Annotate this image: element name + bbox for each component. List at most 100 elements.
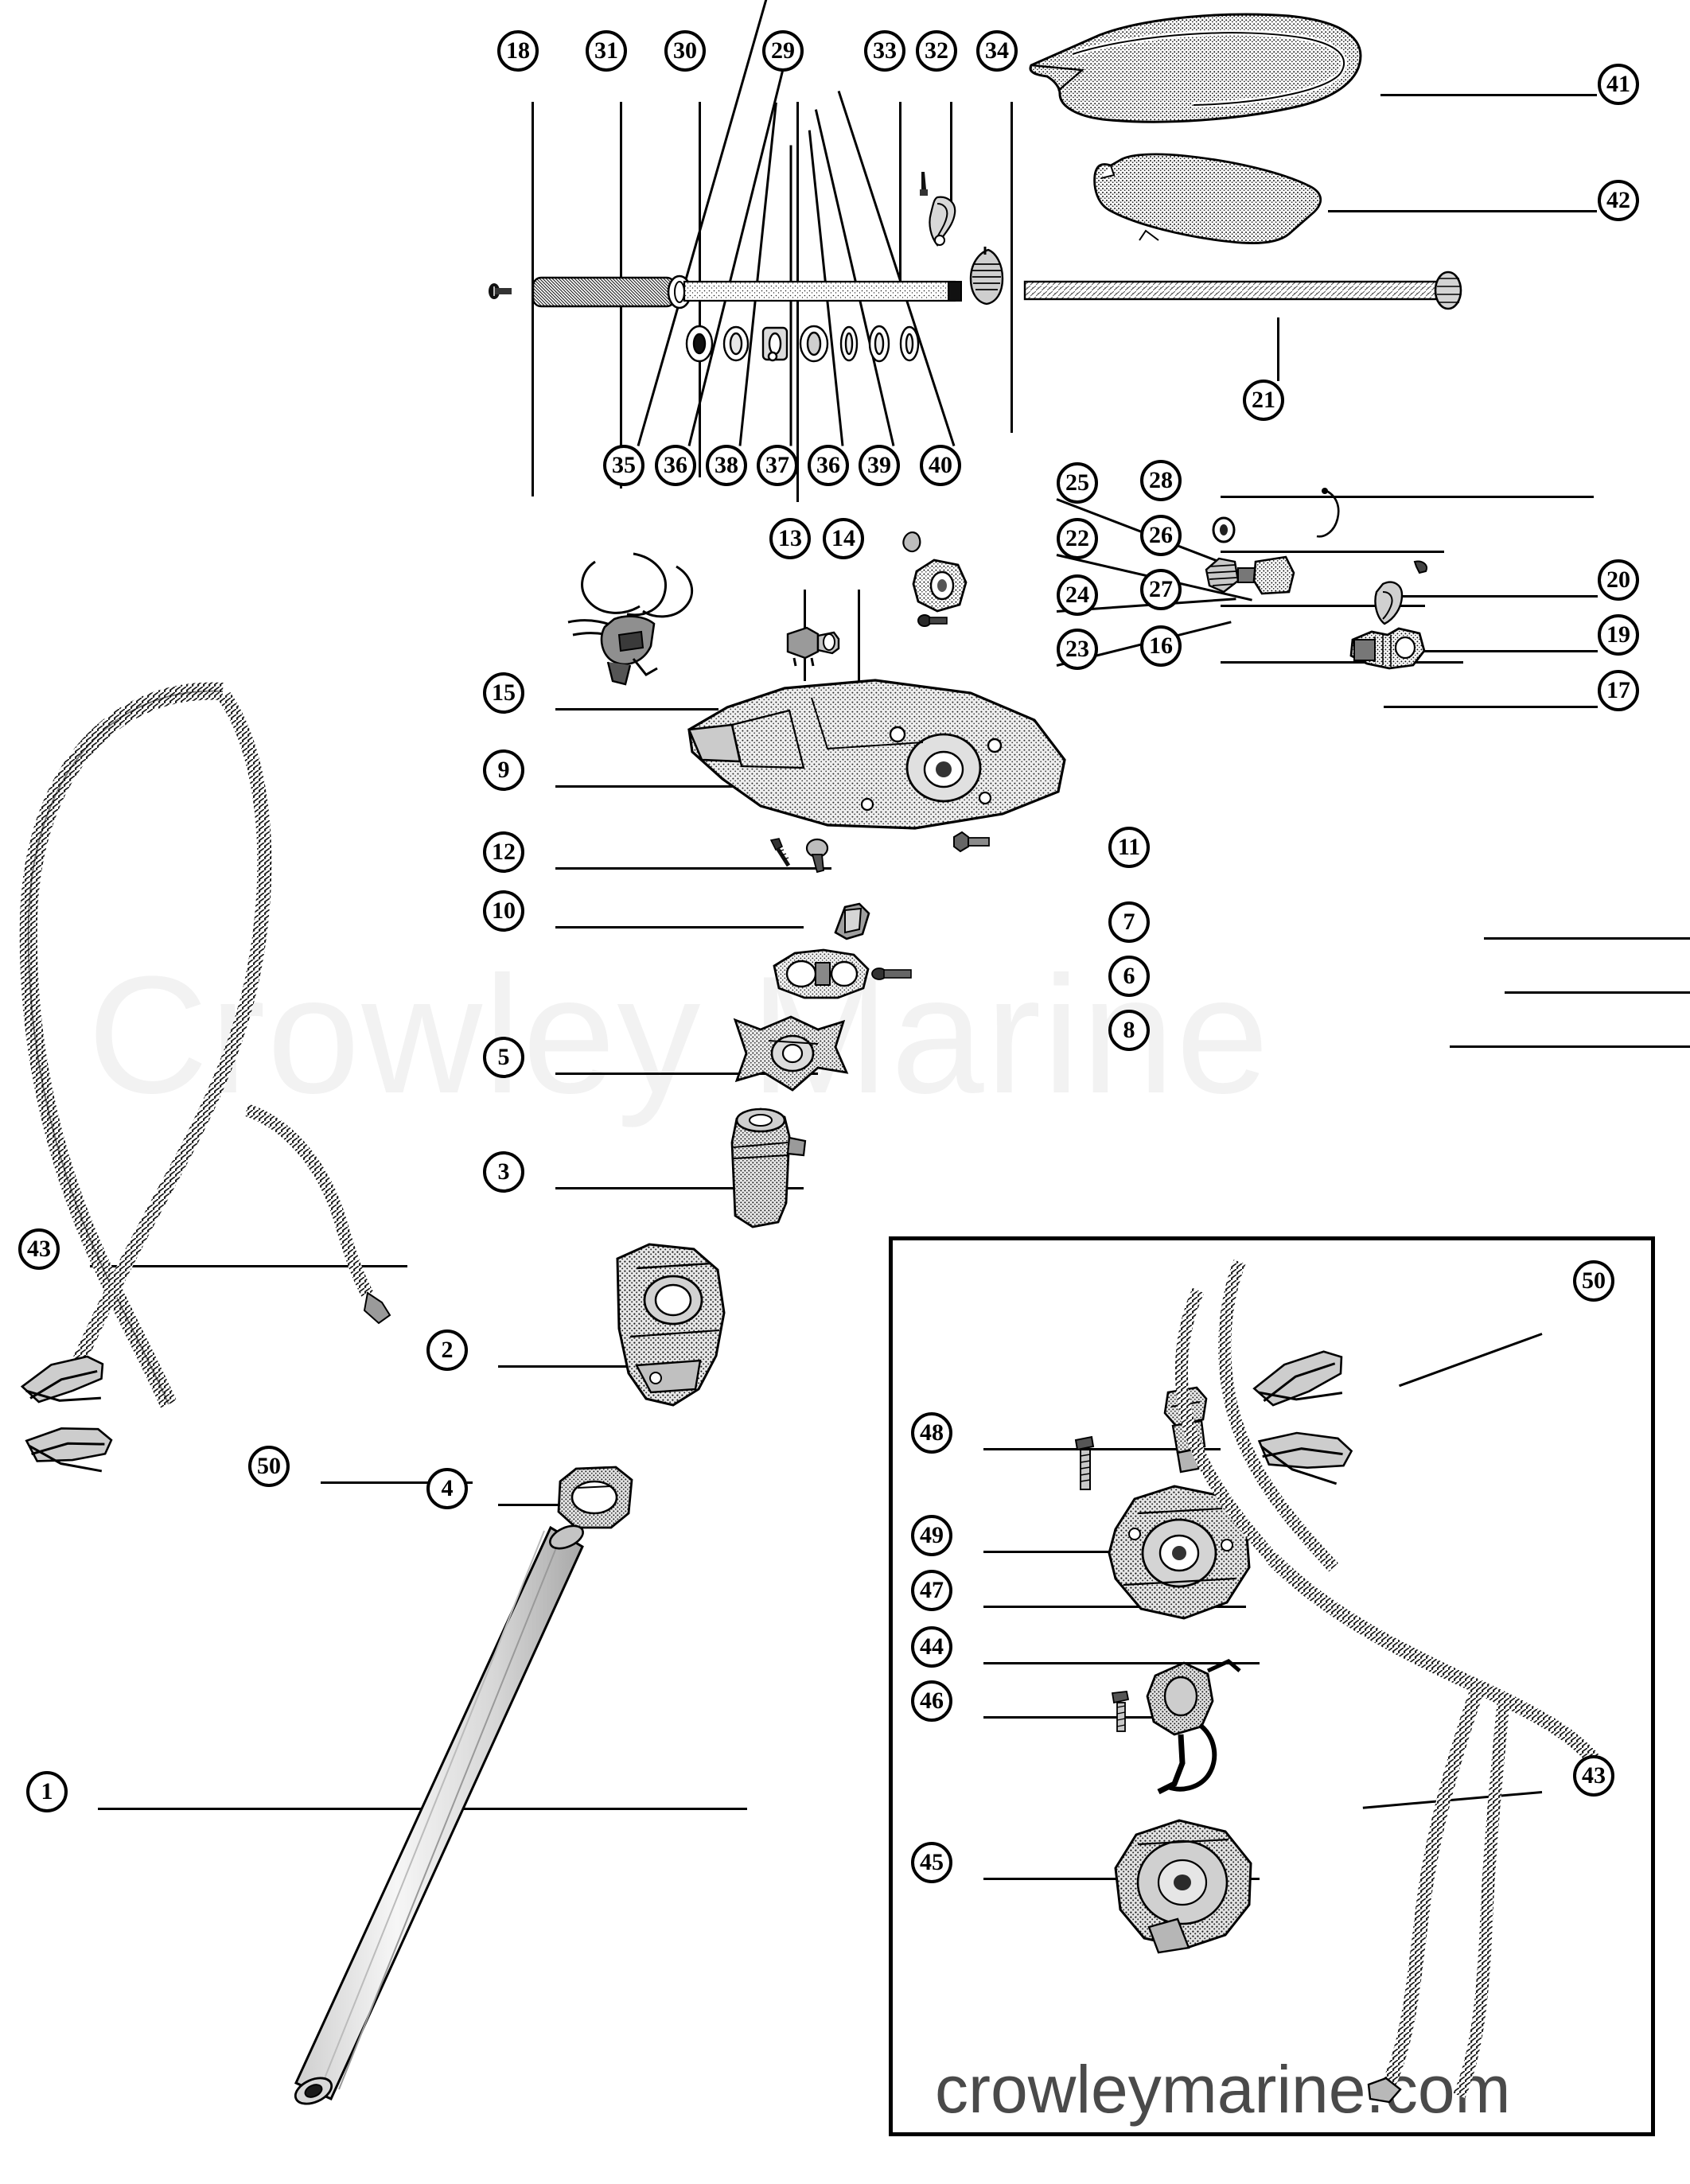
part-battery-cable-left (8, 664, 454, 1508)
callout-44[interactable]: 44 (911, 1626, 952, 1668)
leader-8 (1450, 1045, 1690, 1048)
electrical-detail-inset (889, 1236, 1655, 2136)
callout-34[interactable]: 34 (976, 30, 1018, 72)
part-tiller-grip-shaft (532, 271, 977, 313)
callout-46[interactable]: 46 (911, 1680, 952, 1722)
callout-31[interactable]: 31 (586, 30, 627, 72)
leader-43a (90, 1265, 407, 1267)
callout-39[interactable]: 39 (859, 445, 900, 486)
part-steering-link (768, 945, 919, 1017)
part-starter-solenoid (1106, 1655, 1265, 1806)
callout-14[interactable]: 14 (823, 518, 864, 559)
callout-7[interactable]: 7 (1108, 901, 1150, 943)
callout-38[interactable]: 38 (706, 445, 747, 486)
callout-4[interactable]: 4 (426, 1468, 468, 1509)
callout-17[interactable]: 17 (1598, 670, 1639, 711)
callout-2[interactable]: 2 (426, 1329, 468, 1371)
callout-36[interactable]: 36 (808, 445, 849, 486)
part-wiring-harness (557, 549, 740, 692)
callout-30[interactable]: 30 (664, 30, 706, 72)
leader-32 (950, 102, 952, 212)
callout-33[interactable]: 33 (864, 30, 905, 72)
leader-16 (1221, 661, 1463, 664)
callout-5[interactable]: 5 (483, 1037, 524, 1078)
part-steering-tube (271, 1518, 605, 2139)
callout-26[interactable]: 26 (1140, 515, 1182, 556)
callout-47[interactable]: 47 (911, 1570, 952, 1611)
leader-40 (837, 90, 956, 446)
callout-1[interactable]: 1 (26, 1771, 68, 1812)
leader-46 (983, 1716, 1205, 1719)
callout-6[interactable]: 6 (1108, 956, 1150, 997)
callout-24[interactable]: 24 (1057, 574, 1098, 616)
callout-9[interactable]: 9 (483, 749, 524, 791)
callout-3[interactable]: 3 (483, 1151, 524, 1193)
callout-11[interactable]: 11 (1108, 827, 1150, 868)
callout-43[interactable]: 43 (1573, 1755, 1614, 1797)
part-housing-screw-b (1073, 1435, 1100, 1499)
part-washer-stack (680, 318, 935, 368)
callout-41[interactable]: 41 (1598, 64, 1639, 105)
callout-40[interactable]: 40 (920, 445, 961, 486)
callout-13[interactable]: 13 (769, 518, 811, 559)
callout-8[interactable]: 8 (1108, 1010, 1150, 1051)
leader-41 (1380, 94, 1597, 96)
callout-25[interactable]: 25 (1057, 462, 1098, 504)
callout-20[interactable]: 20 (1598, 559, 1639, 601)
callout-36[interactable]: 36 (655, 445, 696, 486)
callout-48[interactable]: 48 (911, 1412, 952, 1454)
callout-50[interactable]: 50 (248, 1446, 290, 1487)
part-tiller-housing (684, 672, 1098, 847)
callout-37[interactable]: 37 (757, 445, 798, 486)
leader-33 (899, 102, 901, 282)
callout-22[interactable]: 22 (1057, 518, 1098, 559)
part-throttle-block (899, 525, 1003, 637)
leader-14 (858, 590, 860, 686)
callout-27[interactable]: 27 (1140, 569, 1182, 610)
callout-29[interactable]: 29 (762, 30, 804, 72)
callout-45[interactable]: 45 (911, 1842, 952, 1883)
leader-29 (796, 102, 799, 502)
callout-23[interactable]: 23 (1057, 629, 1098, 670)
part-detent-ball (1209, 516, 1238, 544)
leader-44 (983, 1662, 1260, 1664)
leader-9 (555, 785, 777, 788)
part-grip-lever (913, 169, 969, 256)
part-throttle-cam (780, 617, 851, 669)
part-housing-pin (951, 826, 995, 858)
leader-17 (1384, 706, 1598, 708)
leader-19 (1384, 650, 1598, 652)
part-tube-collar (716, 1106, 820, 1233)
callout-15[interactable]: 15 (483, 672, 524, 714)
callout-12[interactable]: 12 (483, 831, 524, 873)
leader-28 (1221, 496, 1594, 498)
callout-21[interactable]: 21 (1243, 380, 1284, 421)
callout-28[interactable]: 28 (1140, 460, 1182, 501)
callout-43[interactable]: 43 (18, 1228, 60, 1270)
part-detent-wire (1309, 487, 1357, 543)
part-handle-cover (1026, 11, 1369, 138)
callout-42[interactable]: 42 (1598, 180, 1639, 221)
leader-34 (1010, 102, 1013, 433)
part-link-wedge (827, 899, 883, 944)
leader-3 (555, 1187, 804, 1189)
callout-49[interactable]: 49 (911, 1515, 952, 1556)
callout-18[interactable]: 18 (497, 30, 539, 72)
part-cross-bracket (724, 1012, 859, 1100)
callout-50[interactable]: 50 (1573, 1260, 1614, 1302)
callout-19[interactable]: 19 (1598, 614, 1639, 656)
callout-32[interactable]: 32 (916, 30, 957, 72)
callout-16[interactable]: 16 (1140, 625, 1182, 667)
part-end-screw (487, 280, 516, 302)
leader-50a (321, 1481, 473, 1484)
callout-10[interactable]: 10 (483, 890, 524, 932)
leader-4 (498, 1504, 609, 1506)
callout-35[interactable]: 35 (603, 445, 644, 486)
part-throttle-gear (961, 247, 1012, 307)
watermark-crowley-marine: Crowley Marine (88, 941, 1271, 1128)
part-starter-housing (1096, 1481, 1264, 1633)
watermark-crowleymarine-url: crowleymarine.com (935, 2052, 1511, 2127)
leader-15 (555, 708, 718, 710)
leader-47 (983, 1606, 1246, 1608)
